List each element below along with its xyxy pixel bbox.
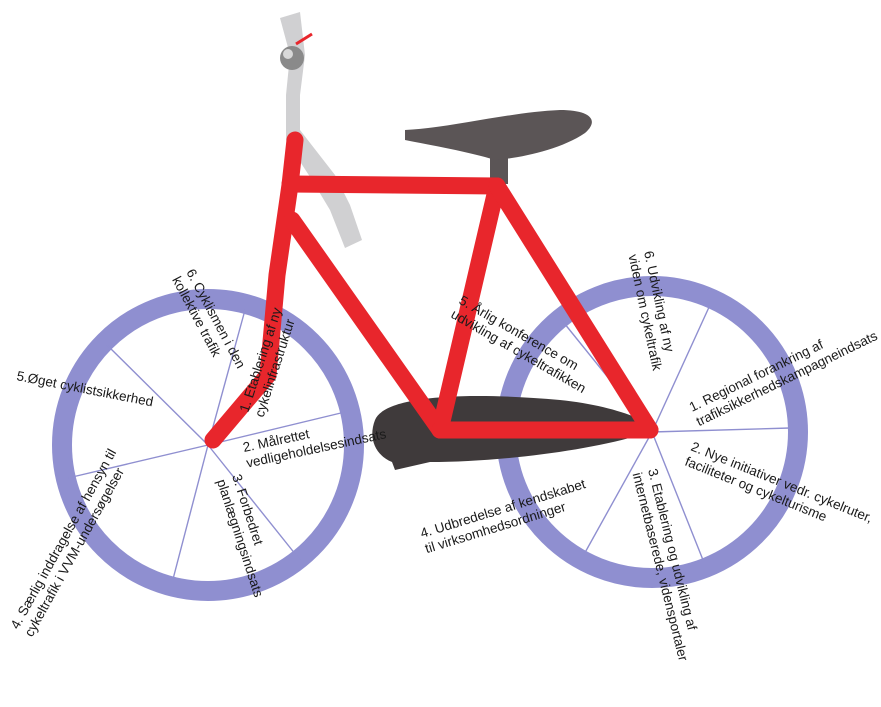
front-label-6: 6. Cyklismen i den kollektive trafik [169,266,250,381]
top-tube [290,184,497,186]
rear-label-2: 2. Nye initiativer vedr. cykelruter, fac… [683,439,878,542]
front-spoke [68,445,208,478]
rear-label-6: 6. Udvikling af ny viden om cykeltrafik [625,250,680,373]
frame [213,140,650,440]
saddle [405,110,592,184]
saddle-seat [405,110,592,160]
rear-spoke [652,428,790,432]
front-spoke [172,445,208,583]
down-tube [292,220,440,430]
rear-label-1: 1. Regional forankring af trafiksikkerhe… [687,314,880,429]
